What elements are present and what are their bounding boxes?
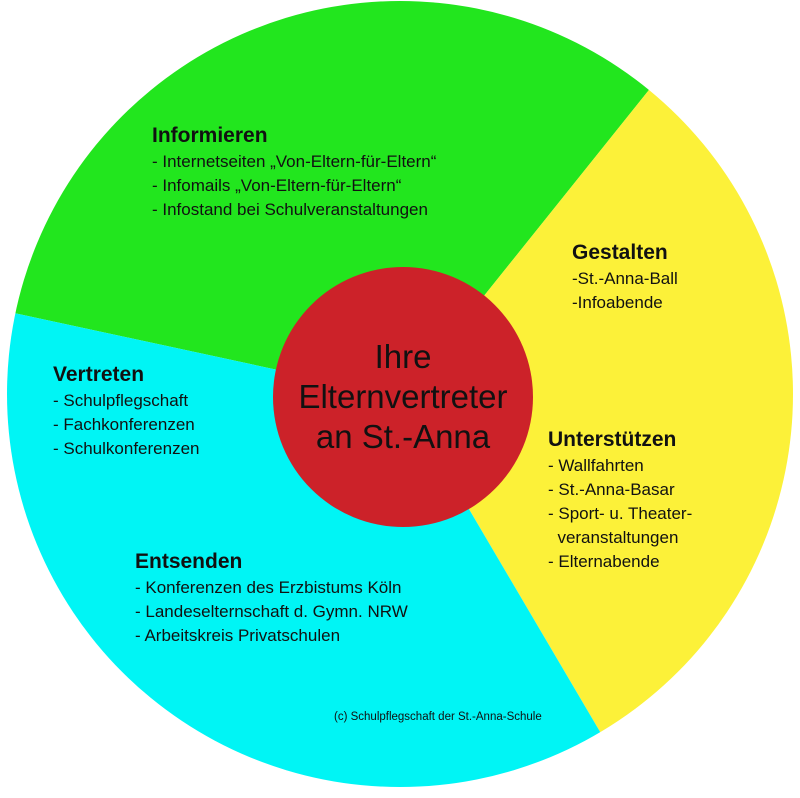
- center-circle: [273, 267, 533, 527]
- list-item: veranstaltungen: [548, 528, 679, 547]
- center-title-line: an St.-Anna: [315, 418, 491, 455]
- list-item: - Elternabende: [548, 552, 660, 571]
- list-item: - Fachkonferenzen: [53, 415, 195, 434]
- section-informieren: Informieren - Internetseiten „Von-Eltern…: [152, 124, 436, 222]
- list-item: - Schulpflegschaft: [53, 391, 189, 410]
- copyright-note: (c) Schulpflegschaft der St.-Anna-Schule: [334, 711, 542, 723]
- list-item: - Sport- u. Theater-: [548, 504, 693, 523]
- list-item: - Arbeitskreis Privatschulen: [135, 626, 341, 645]
- list-item: - St.-Anna-Basar: [548, 480, 675, 499]
- list-item: - Infostand bei Schulveranstaltungen: [152, 200, 428, 219]
- section-title: Gestalten: [572, 241, 668, 264]
- section-gestalten: Gestalten -St.-Anna-Ball -Infoabende: [572, 241, 678, 315]
- section-title: Entsenden: [135, 550, 243, 573]
- list-item: -St.-Anna-Ball: [572, 269, 678, 288]
- sector-vertreten-entsenden: [7, 310, 639, 787]
- list-item: - Konferenzen des Erzbistums Köln: [135, 578, 402, 597]
- section-title: Informieren: [152, 124, 268, 147]
- section-entsenden: Entsenden - Konferenzen des Erzbistums K…: [135, 550, 408, 648]
- center-title-line: Elternvertreter: [298, 378, 508, 415]
- list-item: - Infomails „Von-Eltern-für-Eltern“: [152, 176, 402, 195]
- sector-gestalten-unterstuetzen: [403, 1, 793, 787]
- section-title: Unterstützen: [548, 428, 677, 451]
- section-title: Vertreten: [53, 363, 145, 386]
- list-item: - Schulkonferenzen: [53, 439, 200, 458]
- center-title-line: Ihre: [374, 338, 432, 375]
- list-item: -Infoabende: [572, 293, 663, 312]
- list-item: - Landeselternschaft d. Gymn. NRW: [135, 602, 408, 621]
- list-item: - Wallfahrten: [548, 456, 644, 475]
- sector-informieren: [7, 1, 721, 397]
- section-unterstuetzen: Unterstützen - Wallfahrten - St.-Anna-Ba…: [548, 428, 692, 574]
- list-item: - Internetseiten „Von-Eltern-für-Eltern“: [152, 152, 437, 171]
- section-vertreten: Vertreten - Schulpflegschaft - Fachkonfe…: [53, 363, 199, 461]
- center-title: Ihre Elternvertreter an St.-Anna: [273, 267, 533, 527]
